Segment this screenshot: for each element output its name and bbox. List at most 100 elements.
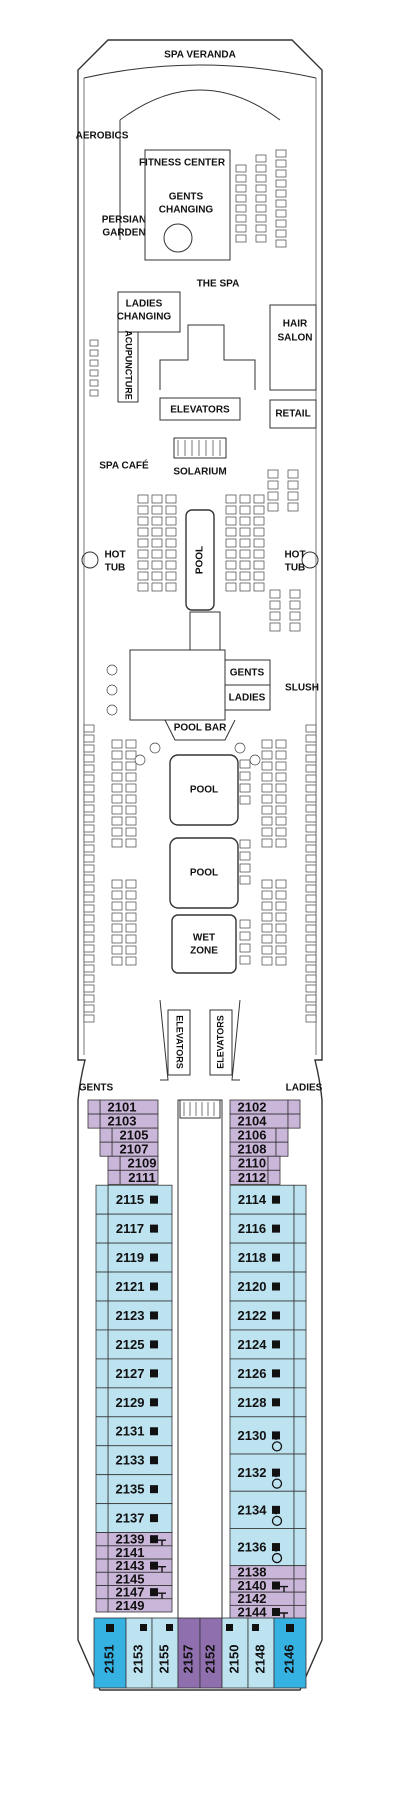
cabin-2150[interactable]: 2150 — [221, 1617, 249, 1689]
lounger — [287, 502, 299, 512]
cabin-number: 2133 — [116, 1453, 145, 1468]
cabin-2131[interactable]: 2131 — [95, 1416, 173, 1447]
cabin-2119[interactable]: 2119 — [95, 1242, 173, 1273]
cabin-2147[interactable]: 2147 — [95, 1585, 173, 1604]
lounger — [239, 527, 251, 537]
sofa-bed-icon — [150, 1195, 158, 1204]
cabin-2120[interactable]: 2120 — [229, 1271, 307, 1302]
lounger — [275, 761, 287, 771]
cabin-2151[interactable]: 2151 — [93, 1617, 127, 1689]
lounger — [305, 844, 317, 853]
cabin-number: 2106 — [238, 1128, 267, 1143]
cabin-2104[interactable]: 2104 — [229, 1114, 301, 1129]
cabin-2133[interactable]: 2133 — [95, 1445, 173, 1476]
cabin-2155[interactable]: 2155 — [151, 1617, 179, 1689]
slush-label: SLUSH — [285, 683, 319, 694]
cabin-2132[interactable]: 2132 — [229, 1453, 307, 1492]
pool-1 — [169, 754, 239, 826]
cabin-2101[interactable]: 2101 — [87, 1099, 159, 1114]
cabin-2109[interactable]: 2109 — [107, 1156, 159, 1171]
lounger — [151, 571, 163, 581]
sofa-bed-icon — [226, 1624, 233, 1631]
cabin-2115[interactable]: 2115 — [95, 1184, 173, 1215]
cabin-2148[interactable]: 2148 — [247, 1617, 275, 1689]
cabin-box — [107, 1416, 173, 1447]
cabin-2153[interactable]: 2153 — [125, 1617, 153, 1689]
cabin-2136[interactable]: 2136 — [229, 1528, 307, 1567]
lounger — [261, 761, 273, 771]
cabin-2106[interactable]: 2106 — [229, 1128, 289, 1143]
cabin-2118[interactable]: 2118 — [229, 1242, 307, 1273]
cabin-2128[interactable]: 2128 — [229, 1387, 307, 1418]
lounger — [125, 772, 137, 782]
cabin-2138[interactable]: 2138 — [229, 1565, 307, 1580]
lounger — [253, 527, 265, 537]
lounger — [111, 750, 123, 760]
cabin-2107[interactable]: 2107 — [99, 1142, 159, 1157]
lounger — [83, 824, 95, 833]
cabin-2149[interactable]: 2149 — [95, 1598, 173, 1613]
cabin-2129[interactable]: 2129 — [95, 1387, 173, 1418]
cabin-2110[interactable]: 2110 — [229, 1156, 281, 1171]
cabin-2116[interactable]: 2116 — [229, 1213, 307, 1244]
cabin-2130[interactable]: 2130 — [229, 1416, 307, 1455]
cabin-2108[interactable]: 2108 — [229, 1142, 289, 1157]
lounger — [83, 864, 95, 873]
lounger — [305, 954, 317, 963]
cabin-2137[interactable]: 2137 — [95, 1503, 173, 1533]
cabin-2157[interactable]: 2157 — [177, 1617, 201, 1689]
sofa-bed-icon — [272, 1581, 280, 1590]
cabin-2121[interactable]: 2121 — [95, 1271, 173, 1302]
lounger — [253, 571, 265, 581]
lounger — [151, 549, 163, 559]
cabin-2139[interactable]: 2139 — [95, 1532, 173, 1551]
sofa-bed-icon — [150, 1427, 158, 1436]
cabin-2152[interactable]: 2152 — [199, 1617, 223, 1689]
hot-tub-right-label-1: HOT — [284, 550, 305, 561]
cabin-2140[interactable]: 2140 — [229, 1578, 307, 1597]
cabin-2127[interactable]: 2127 — [95, 1358, 173, 1389]
cabin-2135[interactable]: 2135 — [95, 1474, 173, 1505]
lounger — [275, 189, 287, 198]
elevators-fwd-label: ELEVATORS — [170, 405, 230, 416]
cabin-2144[interactable]: 2144 — [229, 1604, 307, 1623]
lounger — [305, 764, 317, 773]
cabin-2123[interactable]: 2123 — [95, 1300, 173, 1331]
cabin-2117[interactable]: 2117 — [95, 1213, 173, 1244]
lounger — [305, 994, 317, 1003]
cabin-balcony — [95, 1445, 109, 1476]
cabin-2125[interactable]: 2125 — [95, 1329, 173, 1360]
sofa-bed-icon — [150, 1311, 158, 1320]
cabin-2111[interactable]: 2111 — [107, 1170, 159, 1185]
cabin-2102[interactable]: 2102 — [229, 1099, 301, 1114]
cabin-balcony — [95, 1558, 109, 1573]
lounger — [151, 516, 163, 526]
lounger — [83, 934, 95, 943]
lounger — [239, 919, 251, 929]
lounger — [125, 923, 137, 933]
cabin-2126[interactable]: 2126 — [229, 1358, 307, 1389]
bar-block — [189, 611, 221, 651]
wheelchair-icon-head — [274, 1474, 278, 1478]
cabin-2141[interactable]: 2141 — [95, 1545, 173, 1560]
lounger — [239, 538, 251, 548]
lounger — [125, 890, 137, 900]
cabin-2142[interactable]: 2142 — [229, 1591, 307, 1606]
spa-cafe-label: SPA CAFÉ — [99, 459, 149, 472]
retail-label: RETAIL — [275, 409, 310, 420]
cabin-2146[interactable]: 2146 — [273, 1617, 307, 1689]
cabin-2122[interactable]: 2122 — [229, 1300, 307, 1331]
cabin-2134[interactable]: 2134 — [229, 1490, 307, 1529]
cabin-2114[interactable]: 2114 — [229, 1184, 307, 1215]
cabin-2112[interactable]: 2112 — [229, 1170, 281, 1185]
solarium-stairs — [173, 437, 227, 459]
cabin-2103[interactable]: 2103 — [87, 1114, 159, 1129]
sofa-bed-icon — [286, 1624, 294, 1632]
cabin-2105[interactable]: 2105 — [99, 1128, 159, 1143]
cabin-box — [93, 1617, 127, 1689]
lounger — [83, 734, 95, 743]
cabin-2124[interactable]: 2124 — [229, 1329, 307, 1360]
cabin-number: 2140 — [238, 1578, 267, 1593]
lounger — [239, 560, 251, 570]
